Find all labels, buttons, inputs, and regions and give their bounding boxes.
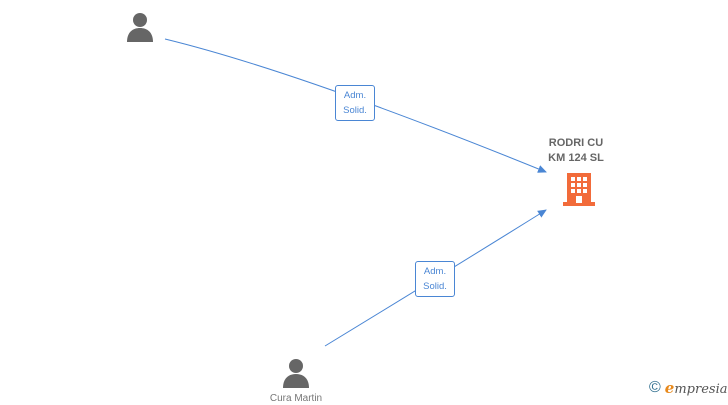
edge-top-to-company (164, 38, 547, 173)
company-name-line1: RODRI CU (548, 137, 604, 149)
person-icon[interactable] (281, 357, 311, 389)
company-name[interactable]: RODRI CU KM 124 SL (526, 136, 626, 166)
relation-label-role: Adm. (343, 90, 367, 101)
relation-label-type: Solid. (343, 105, 367, 116)
relation-label-type: Solid. (423, 281, 447, 292)
brand-initial: e (664, 379, 675, 397)
copyright-icon: © (649, 379, 661, 396)
brand-logo: © empresia (649, 378, 727, 398)
person-name-cura-martin[interactable]: Cura Martin (269, 393, 323, 404)
relation-label-role: Adm. (423, 266, 447, 277)
brand-name: empresia (665, 379, 728, 397)
building-icon[interactable] (562, 171, 596, 207)
relation-label[interactable]: Adm. Solid. (415, 261, 455, 297)
person-icon[interactable] (125, 11, 155, 43)
brand-rest: mpresia (674, 382, 728, 397)
relation-label[interactable]: Adm. Solid. (335, 85, 375, 121)
company-name-line2: KM 124 SL (548, 152, 604, 164)
